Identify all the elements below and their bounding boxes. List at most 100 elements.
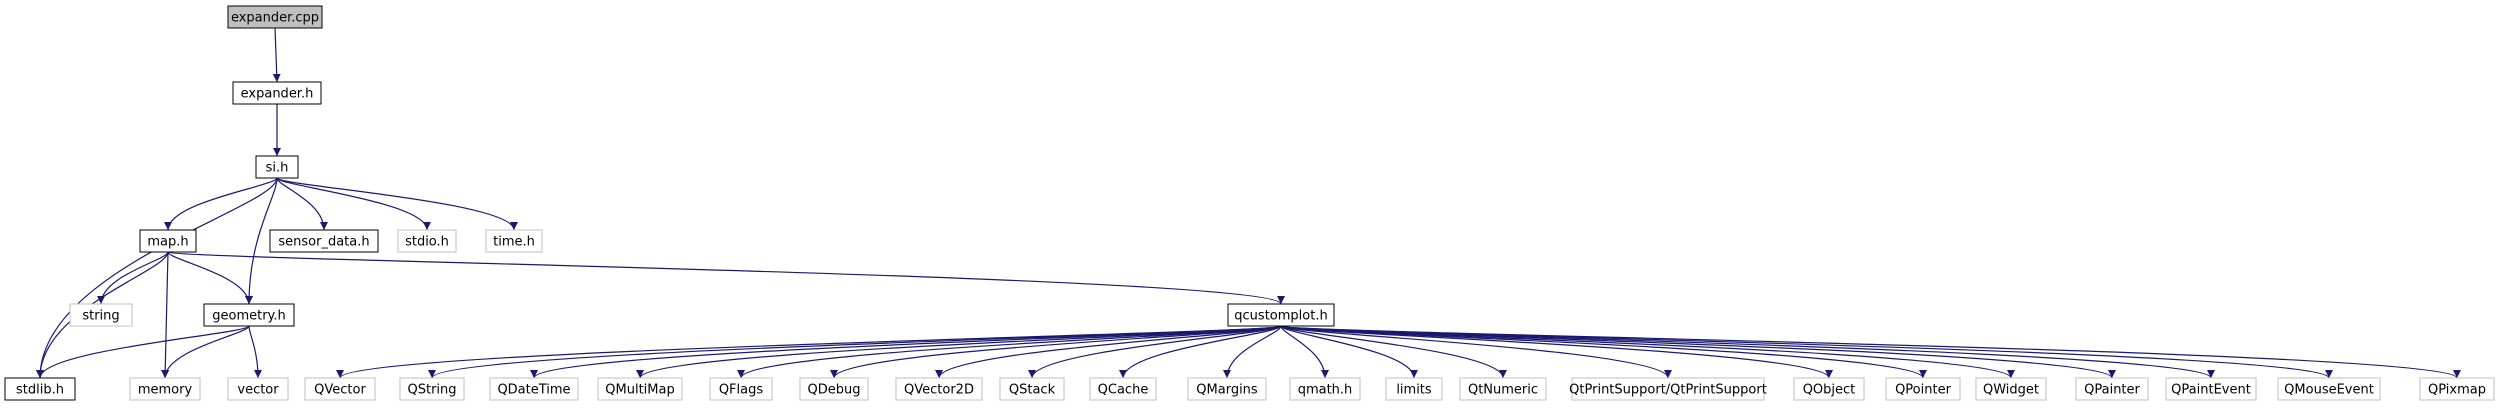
edge-qcustomplot-h-to-qmath-h [1280, 325, 1329, 379]
node-box [269, 229, 379, 253]
node-qcache[interactable]: QCache [1089, 377, 1157, 401]
node-box [232, 81, 322, 105]
node-box [1187, 377, 1267, 401]
node-box [709, 377, 773, 401]
node-box [203, 303, 295, 327]
node-label: QtPrintSupport/QtPrintSupport [1569, 383, 1767, 398]
node-qpaint-event[interactable]: QPaintEvent [2165, 377, 2257, 401]
node-qt-numeric[interactable]: QtNumeric [1459, 377, 1547, 401]
node-label: QCache [1098, 383, 1149, 398]
node-box [69, 303, 133, 327]
node-box [1975, 377, 2047, 401]
edge-map-h-to-string [97, 251, 169, 305]
node-qstack[interactable]: QStack [999, 377, 1065, 401]
edge-map-h-to-qcustomplot-h [167, 251, 1285, 305]
node-qstring[interactable]: QString [399, 377, 465, 401]
node-qt-print-support[interactable]: QtPrintSupport/QtPrintSupport [1569, 377, 1767, 401]
node-stdio-h[interactable]: stdio.h [397, 229, 457, 253]
node-stdlib-h[interactable]: stdlib.h [4, 377, 76, 401]
node-box [1793, 377, 1865, 401]
edge-expander-cpp-to-expander-h [272, 27, 281, 83]
node-label: string [82, 309, 119, 324]
node-qpixmap[interactable]: QPixmap [2419, 377, 2495, 401]
edge-si-h-to-map-h [164, 177, 278, 231]
node-label: QPaintEvent [2171, 383, 2251, 398]
node-expander-cpp[interactable]: expander.cpp [227, 5, 323, 29]
node-qdebug[interactable]: QDebug [799, 377, 869, 401]
node-box [1385, 377, 1443, 401]
edge-si-h-to-time-h [276, 177, 518, 231]
node-qcustomplot-h[interactable]: qcustomplot.h [1227, 303, 1335, 327]
node-box [397, 229, 457, 253]
node-label: QtNumeric [1468, 383, 1538, 398]
node-label: sensor_data.h [278, 235, 369, 250]
node-label: si.h [266, 161, 289, 176]
edge-qcustomplot-h-to-qmargins [1223, 325, 1282, 379]
node-box [489, 377, 579, 401]
node-label: QString [407, 383, 456, 398]
node-qpainter[interactable]: QPainter [2075, 377, 2149, 401]
edge-qcustomplot-h-to-qt-print-support [1280, 325, 1672, 379]
node-vector[interactable]: vector [227, 377, 289, 401]
edge-si-h-to-geometry-h [245, 177, 278, 305]
node-limits[interactable]: limits [1385, 377, 1443, 401]
node-qmulti-map[interactable]: QMultiMap [597, 377, 683, 401]
node-box [799, 377, 869, 401]
node-label: expander.h [241, 87, 314, 102]
node-qvector2-d[interactable]: QVector2D [895, 377, 983, 401]
node-label: vector [237, 383, 279, 398]
node-label: QPixmap [2428, 383, 2486, 398]
node-label: QDateTime [497, 383, 570, 398]
node-label: stdio.h [405, 235, 449, 250]
node-qmargins[interactable]: QMargins [1187, 377, 1267, 401]
node-label: stdlib.h [16, 383, 64, 398]
edge-qcustomplot-h-to-qt-numeric [1280, 325, 1507, 379]
node-expander-h[interactable]: expander.h [232, 81, 322, 105]
node-qvector[interactable]: QVector [304, 377, 376, 401]
node-box [2165, 377, 2257, 401]
node-time-h[interactable]: time.h [485, 229, 543, 253]
node-box [2075, 377, 2149, 401]
node-box [1459, 377, 1547, 401]
node-string[interactable]: string [69, 303, 133, 327]
node-box [1571, 377, 1765, 401]
node-label: QWidget [1983, 383, 2039, 398]
node-label: geometry.h [212, 309, 286, 324]
edge-si-h-to-sensor-data-h [276, 177, 328, 231]
node-box [999, 377, 1065, 401]
node-box [304, 377, 376, 401]
node-label: QVector2D [904, 383, 974, 398]
node-memory[interactable]: memory [129, 377, 201, 401]
edge-geometry-h-to-stdlib-h [36, 325, 250, 379]
node-sensor-data-h[interactable]: sensor_data.h [269, 229, 379, 253]
node-qobject[interactable]: QObject [1793, 377, 1865, 401]
edge-map-h-to-stdlib-h [36, 251, 169, 379]
edge-si-h-to-stdio-h [276, 177, 431, 231]
edges-layer [36, 27, 2461, 379]
node-qmath-h[interactable]: qmath.h [1289, 377, 1361, 401]
node-map-h[interactable]: map.h [139, 229, 197, 253]
edge-map-h-to-memory [161, 251, 170, 379]
node-box [255, 155, 299, 179]
node-label: QDebug [808, 383, 861, 398]
node-qmouse-event[interactable]: QMouseEvent [2277, 377, 2381, 401]
edge-qcustomplot-h-to-qstack [1028, 325, 1282, 379]
node-box [129, 377, 201, 401]
node-qpointer[interactable]: QPointer [1885, 377, 1961, 401]
node-box [227, 377, 289, 401]
node-qflags[interactable]: QFlags [709, 377, 773, 401]
node-box [1089, 377, 1157, 401]
nodes-layer: expander.cpp expander.h si.h map.h sensor_da… [4, 5, 2495, 401]
node-box [1227, 303, 1335, 327]
node-qwidget[interactable]: QWidget [1975, 377, 2047, 401]
node-label: limits [1396, 383, 1432, 398]
node-qdate-time[interactable]: QDateTime [489, 377, 579, 401]
node-label: QMargins [1196, 383, 1258, 398]
node-label: QObject [1803, 383, 1856, 398]
node-geometry-h[interactable]: geometry.h [203, 303, 295, 327]
node-box [139, 229, 197, 253]
node-si-h[interactable]: si.h [255, 155, 299, 179]
node-label: memory [138, 383, 193, 398]
node-box [4, 377, 76, 401]
edge-qcustomplot-h-to-qpixmap [1280, 325, 2461, 379]
